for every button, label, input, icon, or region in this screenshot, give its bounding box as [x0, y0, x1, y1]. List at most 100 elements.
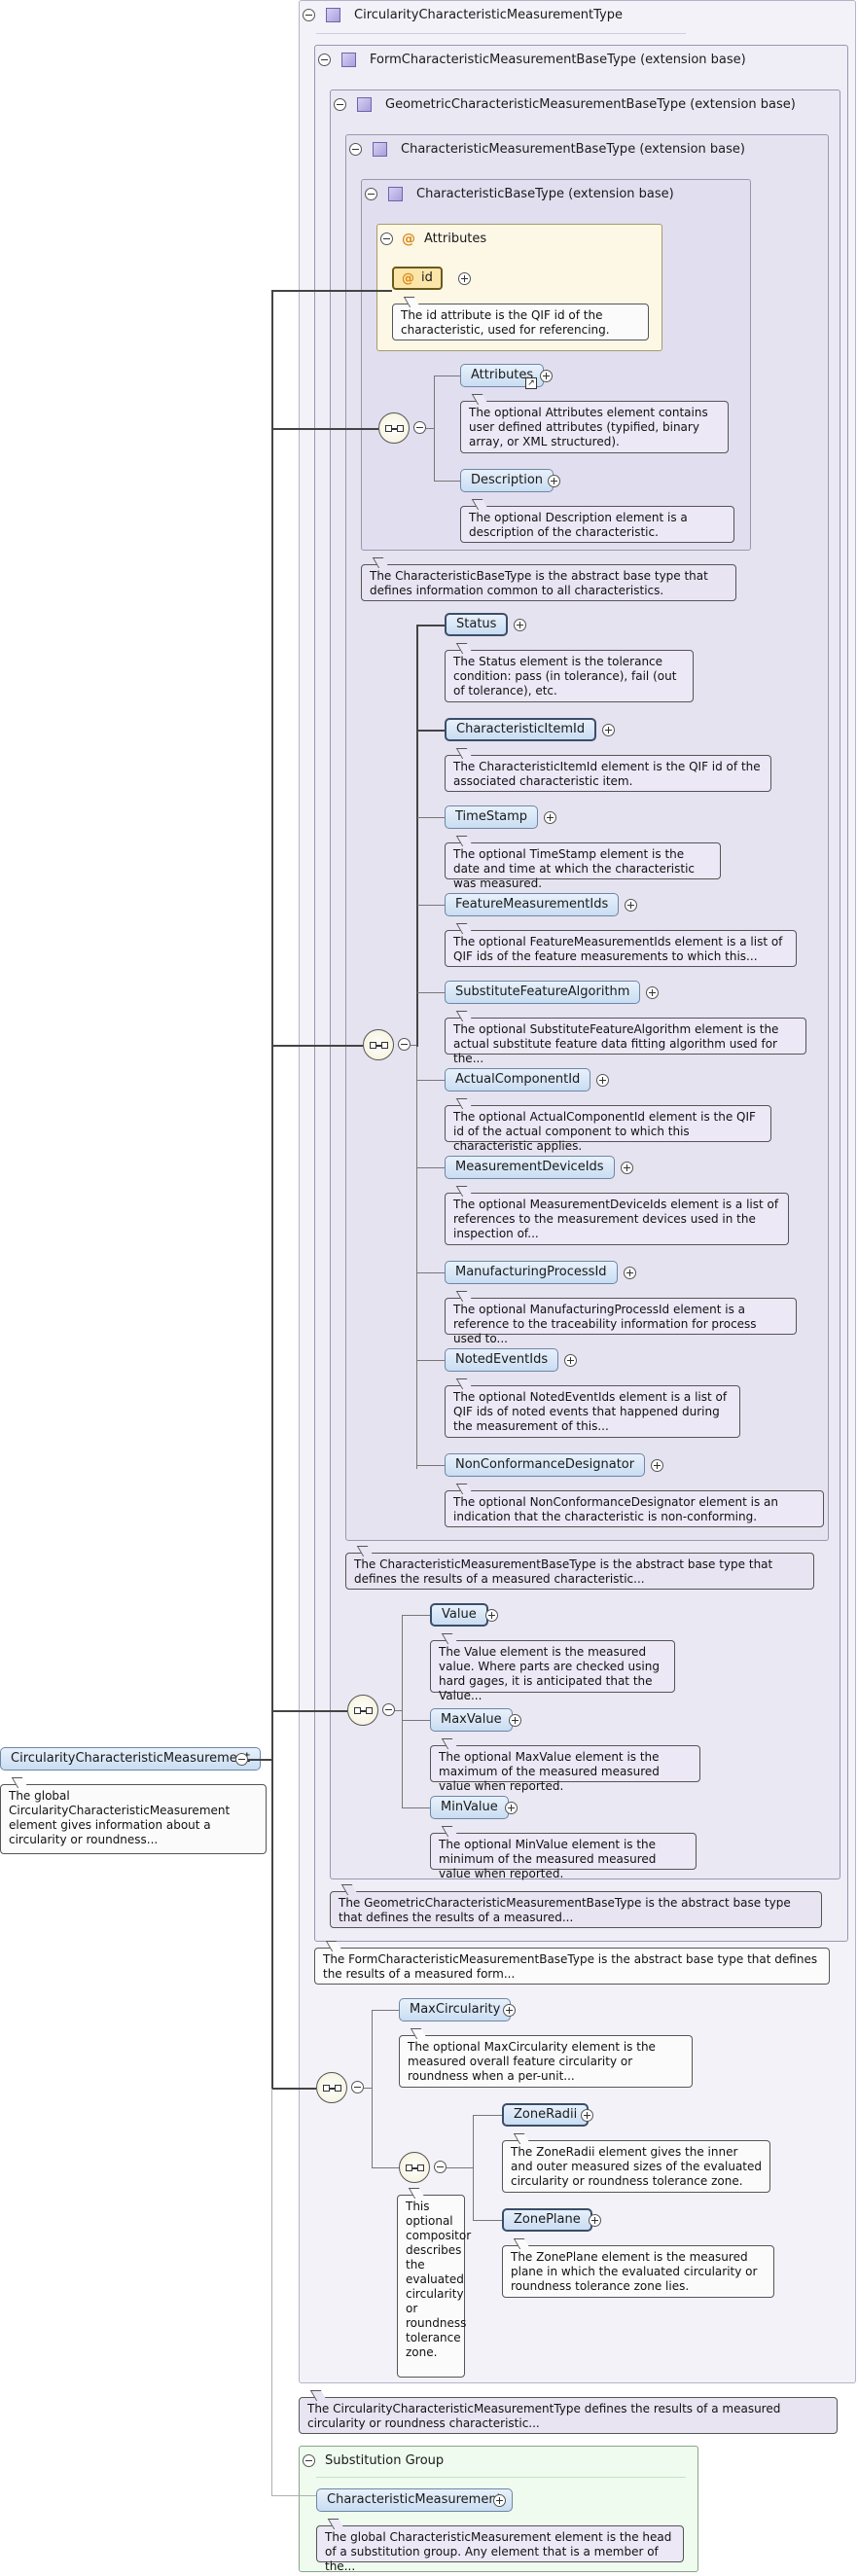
element-manufacturingprocessid-expand[interactable] [624, 1267, 636, 1279]
zoneradii-expand[interactable] [581, 2109, 593, 2122]
attributes-collapse[interactable] [380, 233, 393, 245]
minvalue-doc: The optional MinValue element is the min… [430, 1833, 697, 1880]
sequence-compositor[interactable] [363, 1029, 394, 1060]
substitution-line [271, 2495, 316, 2496]
geometric-doc: The GeometricCharacteristicMeasurementBa… [330, 1891, 822, 1928]
element-nonconformancedesignator-expand[interactable] [651, 1459, 663, 1472]
geometric-type-title: GeometricCharacteristicMeasurementBaseTy… [385, 97, 796, 112]
id-doc: The id attribute is the QIF id of the ch… [392, 304, 649, 340]
attributes-title: Attributes [424, 232, 487, 246]
sequence-compositor[interactable] [378, 412, 410, 444]
connector-line [271, 290, 273, 2089]
maxcircularity-element[interactable]: MaxCircularity [399, 1998, 512, 2021]
element-notedeventids-doc: The optional NotedEventIds element is a … [445, 1385, 740, 1438]
measurement-base-title: CharacteristicMeasurementBaseType (exten… [401, 142, 745, 157]
element-status-expand[interactable] [514, 619, 526, 631]
connector-line [271, 1710, 347, 1712]
element-featuremeasurementids[interactable]: FeatureMeasurementIds [445, 893, 620, 916]
complex-type-icon [373, 142, 387, 157]
circularity-type-title: CircularityCharacteristicMeasurementType [354, 8, 623, 22]
value-expand[interactable] [485, 1609, 498, 1622]
connector-line [271, 2088, 316, 2090]
root-collapse[interactable] [235, 1753, 248, 1766]
link-arrow-icon[interactable]: ↗ [525, 377, 537, 389]
maxvalue-element[interactable]: MaxValue [430, 1708, 513, 1732]
at-icon: @ [402, 232, 415, 247]
element-actualcomponentid-expand[interactable] [596, 1074, 609, 1087]
characteristic-base-title: CharacteristicBaseType (extension base) [416, 187, 674, 201]
maxvalue-expand[interactable] [509, 1714, 521, 1727]
characteristicmeasurement-doc: The global CharacteristicMeasurement ele… [316, 2525, 684, 2573]
id-attribute-label: id [421, 270, 433, 285]
value-doc: The Value element is the measured value.… [430, 1640, 675, 1702]
circularity-type-doc: The CircularityCharacteristicMeasurement… [299, 2397, 838, 2434]
element-featuremeasurementids-expand[interactable] [625, 899, 637, 912]
complex-type-icon [357, 97, 372, 112]
element-actualcomponentid[interactable]: ActualComponentId [445, 1068, 591, 1091]
attributes-element-expand[interactable] [540, 370, 553, 382]
zoneplane-expand[interactable] [589, 2214, 601, 2227]
element-characteristicitemid-doc: The CharacteristicItemId element is the … [445, 755, 771, 792]
sequence-collapse[interactable] [351, 2081, 364, 2093]
complex-type-icon [341, 53, 356, 67]
element-measurementdeviceids[interactable]: MeasurementDeviceIds [445, 1156, 615, 1179]
compositor-doc: This optional compositor describes the e… [397, 2195, 471, 2378]
sequence-collapse[interactable] [382, 1703, 395, 1716]
connector-line [271, 428, 378, 430]
element-characteristicitemid[interactable]: CharacteristicItemId [445, 718, 597, 741]
minvalue-expand[interactable] [505, 1802, 518, 1814]
id-expand[interactable] [458, 272, 471, 285]
title-rule [316, 33, 686, 34]
zoneplane-element[interactable]: ZonePlane [502, 2208, 592, 2232]
zoneradii-element[interactable]: ZoneRadii [502, 2103, 590, 2127]
form-type-collapse[interactable] [318, 54, 331, 66]
element-status[interactable]: Status [445, 613, 509, 636]
element-substitutefeaturealgorithm-expand[interactable] [646, 986, 659, 999]
root-element[interactable]: CircularityCharacteristicMeasurement [0, 1747, 262, 1771]
element-characteristicitemid-expand[interactable] [602, 724, 615, 736]
element-measurementdeviceids-expand[interactable] [621, 1162, 633, 1174]
seq-line [417, 625, 445, 626]
id-attribute[interactable]: @ id [392, 267, 443, 290]
at-icon: @ [402, 271, 414, 286]
element-nonconformancedesignator[interactable]: NonConformanceDesignator [445, 1453, 646, 1477]
sequence-collapse[interactable] [413, 421, 426, 434]
substitution-collapse[interactable] [303, 2454, 315, 2467]
seq-line [417, 730, 445, 732]
title-rule [316, 2477, 686, 2478]
characteristic-base-doc: The CharacteristicBaseType is the abstra… [361, 564, 736, 601]
element-status-doc: The Status element is the tolerance cond… [445, 650, 694, 702]
inner-sequence-collapse[interactable] [434, 2161, 447, 2173]
minvalue-element[interactable]: MinValue [430, 1796, 509, 1819]
sequence-compositor[interactable] [347, 1695, 378, 1726]
sequence-compositor[interactable] [399, 2152, 430, 2183]
element-timestamp[interactable]: TimeStamp [445, 805, 539, 829]
seq-line [402, 1807, 430, 1808]
element-timestamp-expand[interactable] [544, 811, 556, 824]
description-element[interactable]: Description [460, 469, 554, 492]
circularity-type-collapse[interactable] [303, 9, 315, 21]
seq-line [473, 2220, 502, 2221]
description-element-expand[interactable] [548, 475, 560, 487]
element-substitutefeaturealgorithm[interactable]: SubstituteFeatureAlgorithm [445, 981, 641, 1004]
seq-line [416, 625, 418, 1047]
seq-line [417, 1167, 445, 1168]
element-notedeventids[interactable]: NotedEventIds [445, 1348, 559, 1372]
characteristic-base-collapse[interactable] [365, 188, 377, 200]
element-manufacturingprocessid[interactable]: ManufacturingProcessId [445, 1261, 618, 1284]
geometric-type-collapse[interactable] [334, 98, 346, 111]
maxcircularity-expand[interactable] [503, 2004, 516, 2017]
maxvalue-doc: The optional MaxValue element is the max… [430, 1745, 700, 1793]
seq-line [473, 2115, 474, 2220]
characteristicmeasurement-element[interactable]: CharacteristicMeasurement [316, 2488, 513, 2512]
element-featuremeasurementids-doc: The optional FeatureMeasurementIds eleme… [445, 930, 797, 967]
characteristicmeasurement-expand[interactable] [493, 2494, 506, 2507]
element-notedeventids-expand[interactable] [564, 1354, 577, 1367]
sequence-collapse[interactable] [398, 1038, 411, 1051]
value-element[interactable]: Value [430, 1603, 488, 1627]
element-manufacturingprocessid-doc: The optional ManufacturingProcessId elem… [445, 1298, 797, 1345]
attributes-element-doc: The optional Attributes element contains… [460, 401, 729, 453]
seq-line [411, 1045, 416, 1046]
measurement-base-collapse[interactable] [349, 143, 362, 156]
sequence-compositor[interactable] [316, 2072, 347, 2103]
